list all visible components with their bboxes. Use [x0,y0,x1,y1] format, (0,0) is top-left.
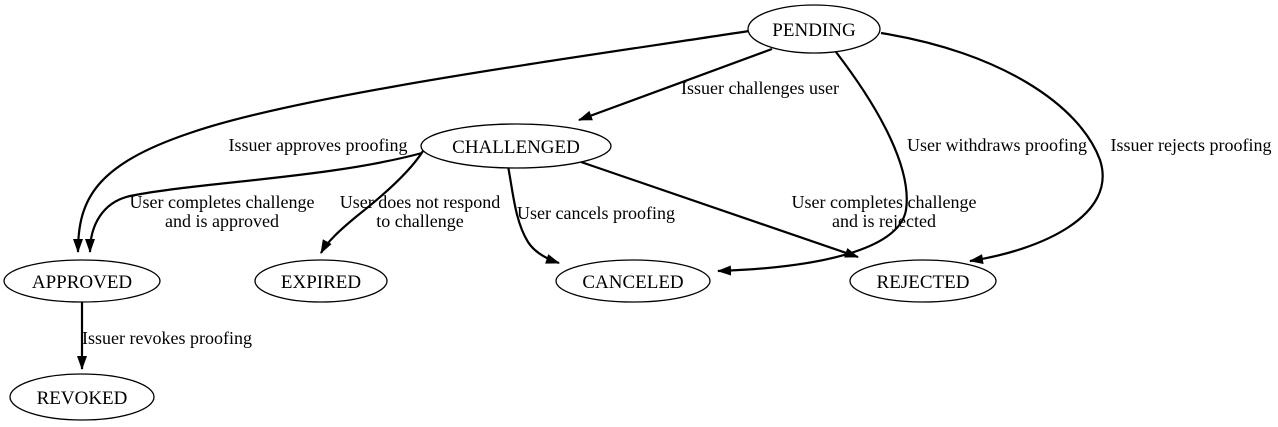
node-approved: APPROVED [3,259,161,303]
edge-challenged-rejected [580,160,859,259]
edge-label-user-cancels-proofing: User cancels proofing [517,203,675,223]
edge-labels: Issuer challenges user Issuer approves p… [82,78,1271,348]
edge-label-issuer-rejects-proofing: Issuer rejects proofing [1111,135,1272,155]
node-rejected: REJECTED [849,259,997,303]
edge-label-completes-approved-line2: and is approved [165,211,279,231]
edge-pending-rejected [880,31,1104,264]
edge-challenged-expired [320,150,424,254]
node-rejected-ellipse [849,259,997,303]
edge-label-issuer-revokes-proofing: Issuer revokes proofing [82,328,252,348]
edge-label-issuer-approves-proofing: Issuer approves proofing [229,135,408,155]
edge-label-completes-rejected-line1: User completes challenge [792,192,977,212]
edge-label-no-respond-line2: to challenge [376,211,463,231]
node-pending-ellipse [747,4,881,54]
edge-label-completes-rejected-line2: and is rejected [832,211,936,231]
node-expired: EXPIRED [254,259,388,303]
edge-label-no-respond-line1: User does not respond [340,192,500,212]
node-expired-ellipse [254,259,388,303]
edge-label-completes-approved-line1: User completes challenge [130,192,315,212]
node-approved-ellipse [3,259,161,303]
nodes: PENDING CHALLENGED APPROVED EXPIRED CANC… [3,4,997,421]
node-challenged-ellipse [420,123,612,169]
node-expired-label: EXPIRED [281,272,361,293]
node-challenged-label: CHALLENGED [452,137,580,158]
node-revoked-label: REVOKED [37,388,128,409]
edge-label-user-withdraws-proofing: User withdraws proofing [907,135,1087,155]
node-canceled: CANCELED [555,259,711,303]
node-approved-label: APPROVED [32,272,132,293]
edge-label-issuer-challenges-user: Issuer challenges user [681,78,839,98]
edges [73,29,1104,370]
node-revoked: REVOKED [9,373,155,421]
edge-challenged-canceled [506,165,560,265]
edge-pending-approved [73,29,750,253]
node-rejected-label: REJECTED [877,272,970,293]
node-challenged: CHALLENGED [420,123,612,169]
edge-pending-challenged [578,47,773,122]
node-pending: PENDING [747,4,881,54]
edge-challenged-approved [85,151,423,253]
edge-pending-canceled [717,51,908,276]
node-pending-label: PENDING [772,20,856,41]
node-canceled-label: CANCELED [582,272,683,293]
node-canceled-ellipse [555,259,711,303]
node-revoked-ellipse [9,373,155,421]
